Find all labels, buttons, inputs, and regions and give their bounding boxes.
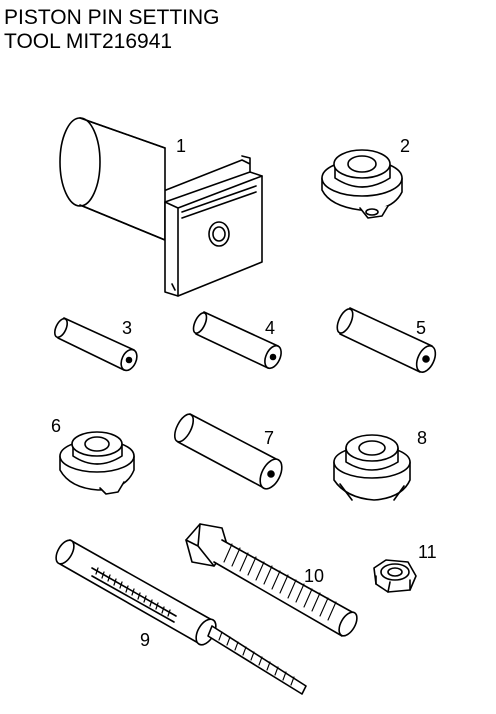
part-label-11: 11 [418, 542, 437, 562]
part-3-pin [54, 317, 138, 372]
part-label-5: 5 [416, 318, 426, 338]
part-4-pin [192, 311, 282, 370]
part-label-2: 2 [400, 136, 410, 156]
part-8-block [333, 434, 411, 501]
part-label-8: 8 [417, 428, 427, 448]
title-line-2: TOOL MIT216941 [4, 30, 173, 53]
part-7-pin [173, 413, 283, 490]
diagram-title: PISTON PIN SETTING TOOL MIT216941 [4, 6, 219, 54]
part-5-pin [336, 307, 437, 373]
part-1-cylinder-plate [59, 117, 263, 297]
part-6-collar [59, 431, 135, 495]
part-label-9: 9 [140, 630, 150, 650]
part-label-1: 1 [176, 136, 186, 156]
part-label-6: 6 [51, 416, 61, 436]
part-label-10: 10 [304, 566, 324, 586]
title-line-1: PISTON PIN SETTING [4, 6, 220, 29]
part-11-hex-nut [373, 559, 417, 593]
part-label-4: 4 [265, 318, 275, 338]
part-10-hex-bolt [185, 523, 358, 637]
part-2-collar [321, 149, 403, 219]
part-label-7: 7 [264, 428, 274, 448]
part-label-3: 3 [122, 318, 132, 338]
part-9-graduated-rod [55, 539, 307, 695]
